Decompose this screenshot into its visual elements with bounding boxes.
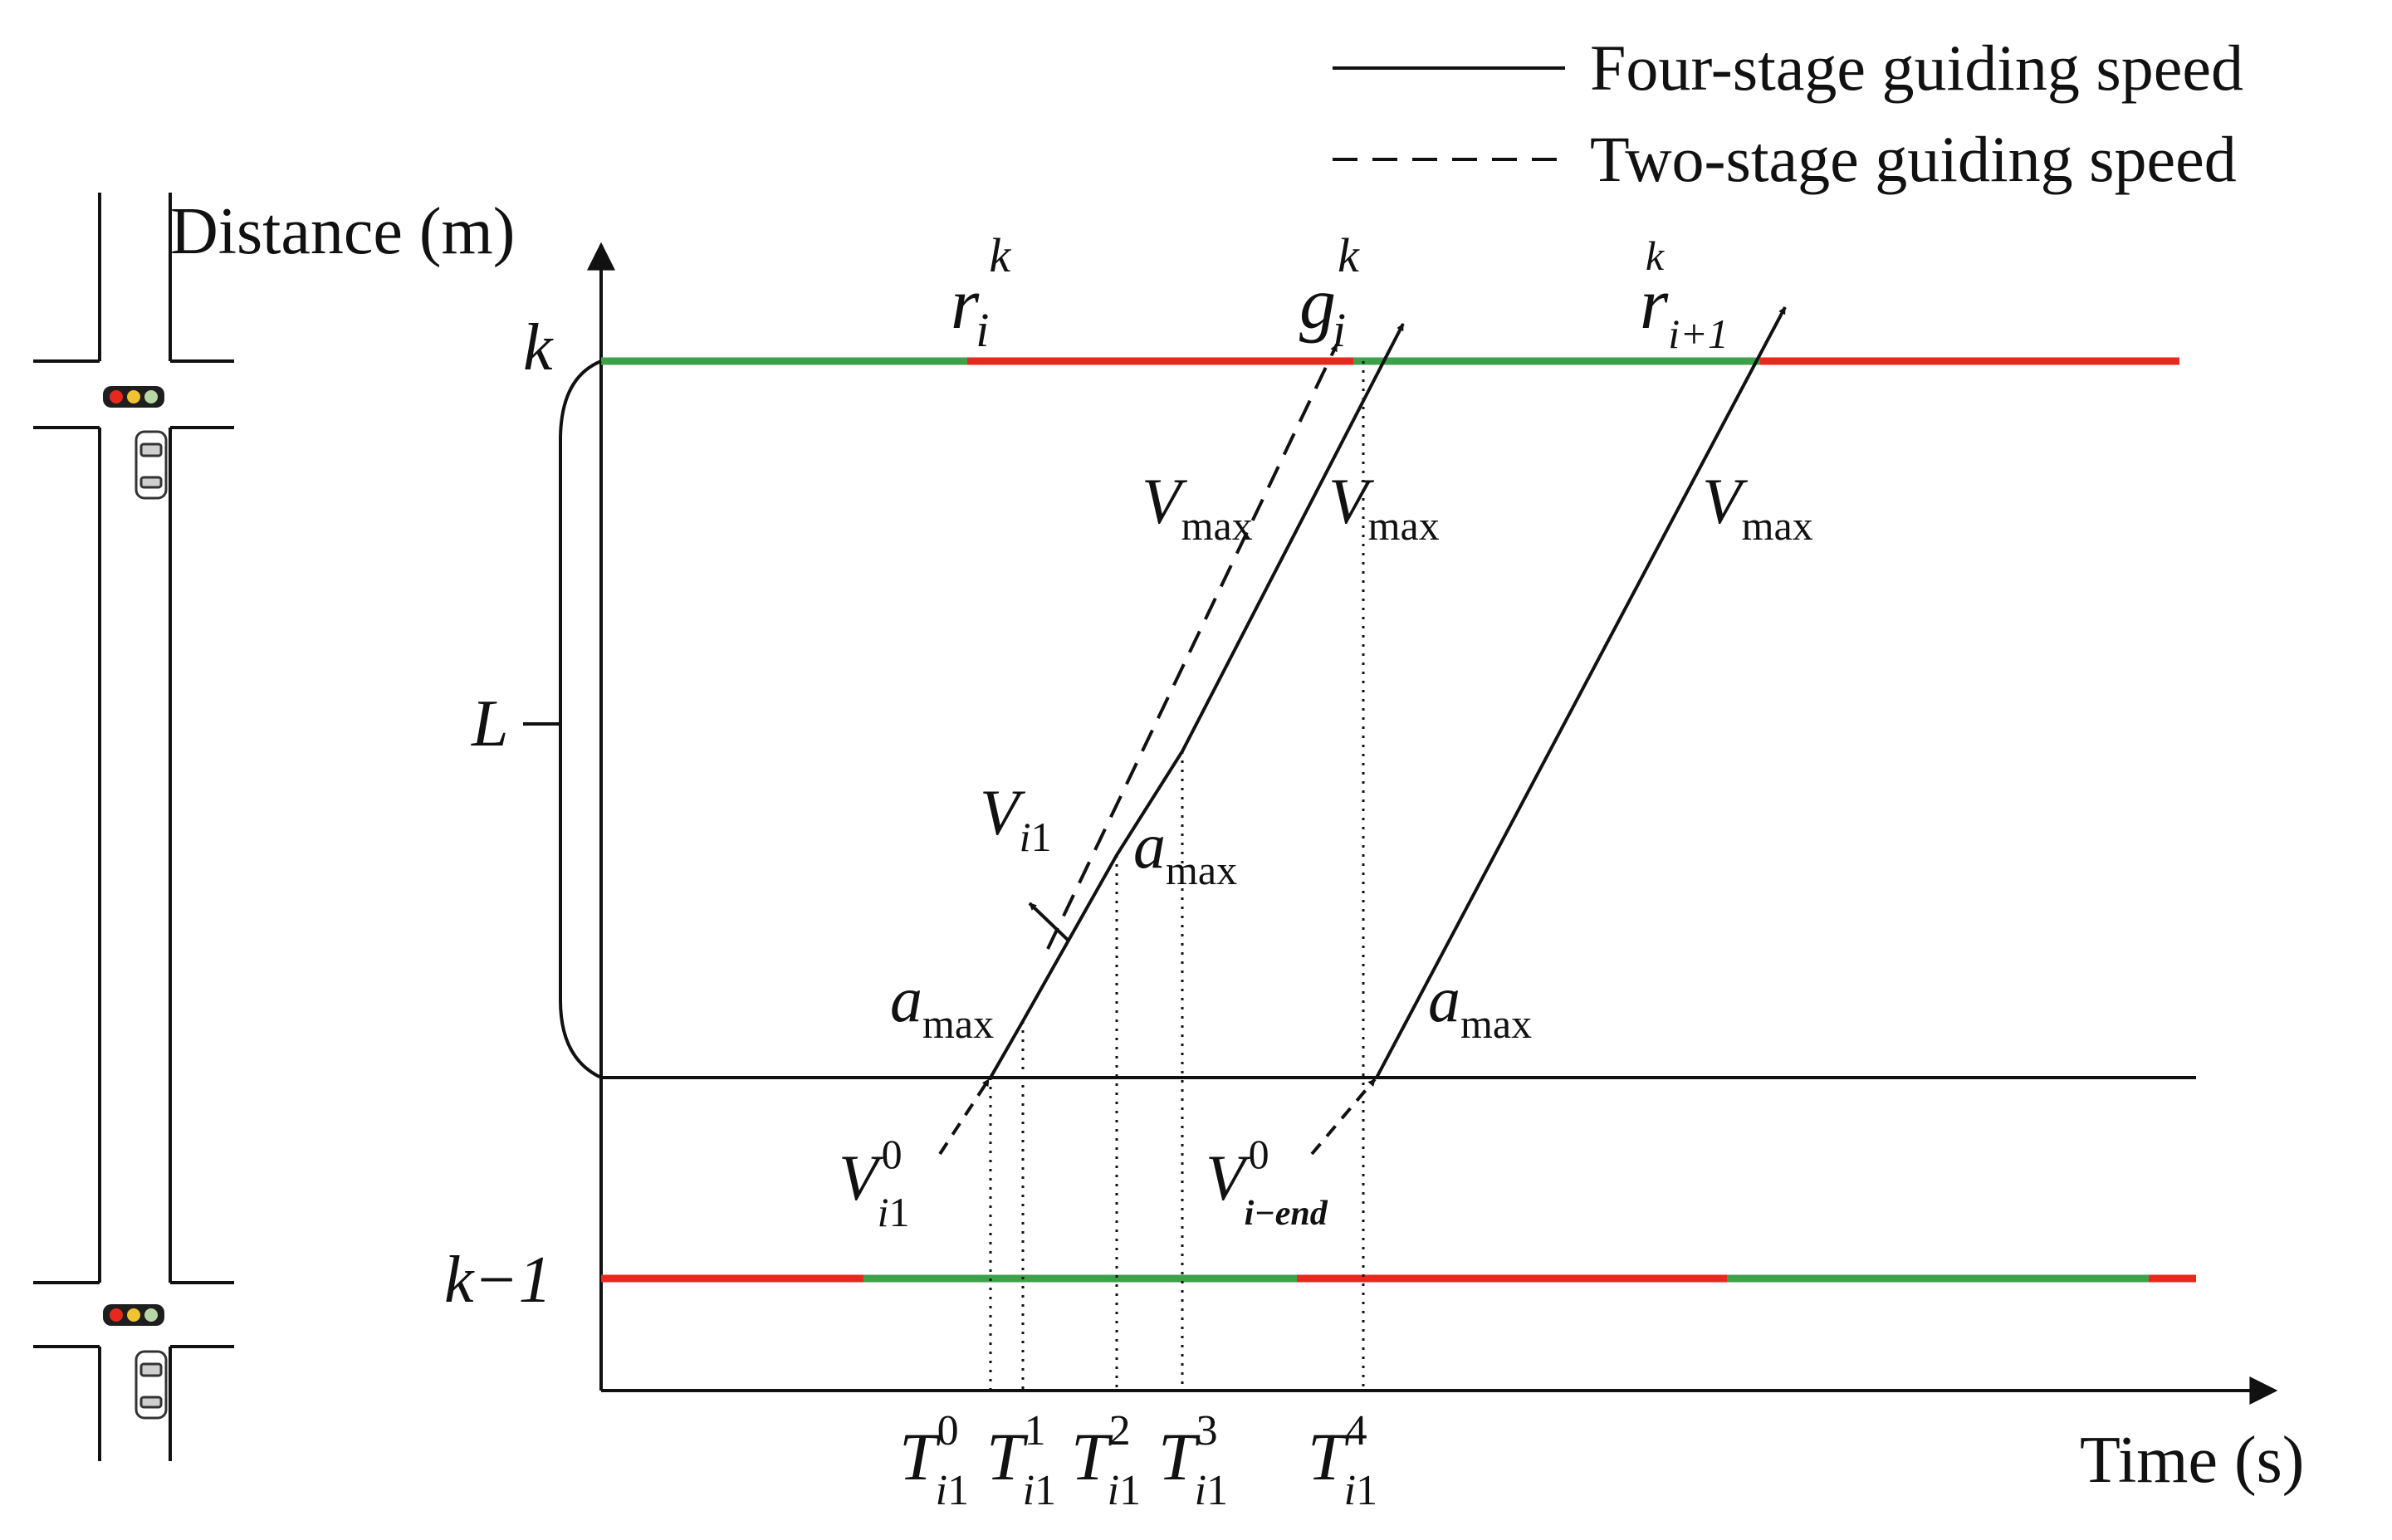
label-r-i1-k: ri+1k [1640, 232, 1729, 357]
label-amax-right: amax [1428, 963, 1532, 1047]
lower-intersection-label: k−1 [444, 1244, 552, 1317]
traffic-light-lower-icon [103, 1304, 164, 1326]
x-axis-label: Time (s) [2080, 1424, 2304, 1497]
four-stage-trajectory [989, 323, 1405, 1078]
label-amax-left: amax [890, 963, 994, 1047]
entry-speed-arrow-left [938, 1078, 991, 1156]
acceleration-labels: amax amax amax [890, 809, 1532, 1047]
time-projections [989, 361, 1365, 1391]
label-v-i1: Vi1 [980, 776, 1052, 860]
distance-bracket [559, 359, 602, 1079]
legend-dashed-label: Two-stage guiding speed [1590, 123, 2237, 195]
distance-L-label: L [471, 687, 509, 760]
vehicle-lower-icon [135, 1350, 168, 1420]
signal-phase-labels: rik gik ri+1k [951, 228, 1729, 357]
label-g-i-k: gik [1299, 228, 1360, 357]
label-vmax-dashed: Vmax [1142, 465, 1253, 549]
traffic-light-upper-icon [103, 386, 164, 408]
legend-solid-label: Four-stage guiding speed [1590, 32, 2243, 104]
axes: Distance (m) Time (s) [170, 195, 2304, 1497]
road-schematic [33, 193, 234, 1461]
right-trajectory [1375, 306, 1787, 1078]
entry-speed-arrow-right [1310, 1078, 1377, 1156]
vehicle-upper-icon [135, 430, 168, 500]
label-vmax-solid: Vmax [1328, 465, 1440, 549]
legend: Four-stage guiding speed Two-stage guidi… [1333, 32, 2243, 195]
label-amax-mid: amax [1133, 809, 1237, 893]
two-stage-trajectory [1046, 344, 1338, 950]
y-axis-label: Distance (m) [170, 195, 515, 268]
v-i1-arrow [1028, 902, 1070, 942]
label-vmax-right: Vmax [1702, 465, 1813, 549]
upper-intersection-label: k [523, 311, 554, 384]
label-r-i-k: rik [951, 228, 1011, 357]
speed-labels: Vmax Vmax Vmax Vi1 [980, 465, 1813, 860]
